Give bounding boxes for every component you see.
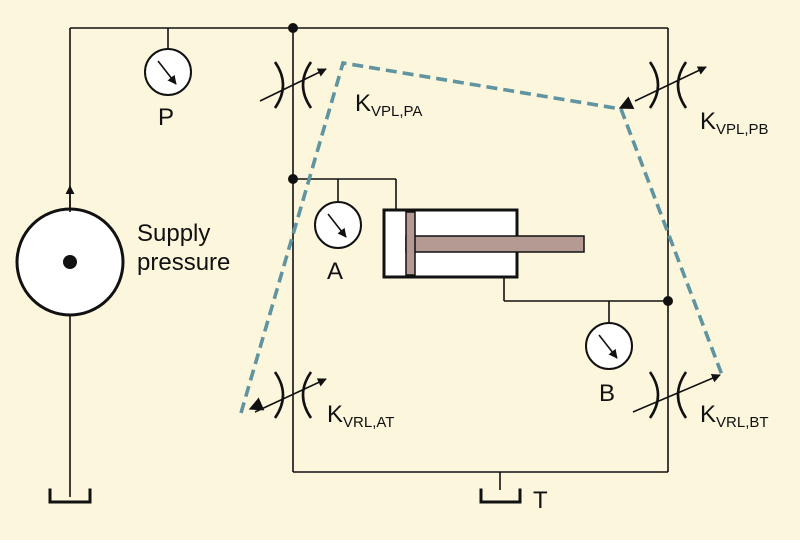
pressure-gauge-b: [585, 322, 633, 370]
tank-label: T: [533, 487, 548, 514]
junction-dots: [288, 23, 673, 306]
pressure-gauge-p: [144, 48, 192, 96]
junction-dot: [288, 174, 298, 184]
gauge-label-a: A: [327, 258, 343, 285]
piston-rod: [405, 235, 585, 253]
control-linkage-dashed: [239, 60, 724, 414]
supply-tank-symbol: [48, 488, 92, 504]
supply-label-line1: Supply: [137, 220, 210, 247]
supply-label-line2: pressure: [137, 249, 230, 276]
valve-label-vpl-pb: KVPL,PB: [700, 108, 769, 138]
pressure-gauge-a: [314, 201, 362, 249]
junction-dot: [663, 296, 673, 306]
return-tank-symbol: [479, 488, 522, 504]
gauge-label-p: P: [158, 104, 174, 131]
supply-pump: [15, 185, 125, 317]
gauge-label-b: B: [599, 380, 615, 407]
hydraulic-cylinder: [382, 208, 585, 279]
valve-vrl-at: [254, 371, 327, 419]
valve-label-vrl-bt: KVRL,BT: [700, 401, 769, 431]
valve-vpl-pb: [634, 61, 707, 109]
piston-head: [405, 211, 416, 276]
valve-vrl-bt: [632, 371, 721, 419]
junction-dot: [288, 23, 298, 33]
valve-label-vpl-pa: KVPL,PA: [355, 90, 422, 120]
circuit-lines: [69, 27, 669, 497]
valve-label-vrl-at: KVRL,AT: [327, 401, 394, 431]
valve-vpl-pa: [259, 61, 327, 109]
